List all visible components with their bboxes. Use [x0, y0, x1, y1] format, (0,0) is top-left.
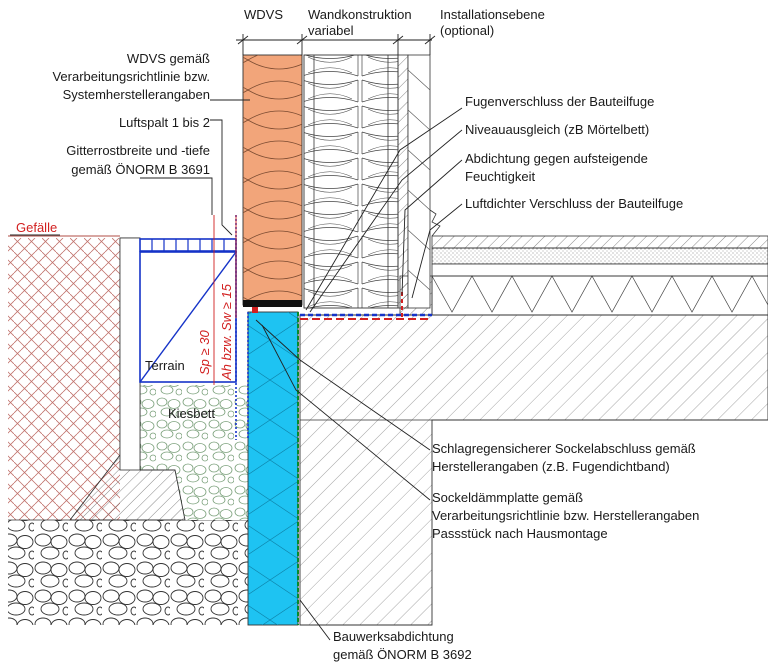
label-gefaelle: Gefälle	[16, 220, 57, 235]
header-wdvs: WDVS	[244, 7, 283, 22]
leader-lines	[10, 99, 463, 641]
label-bauwerk-2: gemäß ÖNORM B 3692	[333, 647, 472, 662]
label-wdvs-2: Verarbeitungsrichtlinie bzw.	[52, 69, 210, 84]
label-fugen: Fugenverschluss der Bauteilfuge	[465, 94, 654, 109]
label-niveau: Niveauausgleich (zB Mörtelbett)	[465, 122, 649, 137]
grate	[139, 238, 237, 252]
header-wall-2: variabel	[308, 23, 354, 38]
wall-construction	[303, 54, 441, 309]
right-labels: Fugenverschluss der Bauteilfuge Niveauau…	[333, 94, 699, 662]
wdvs-insulation	[242, 54, 303, 307]
dimension-text: Sp ≥ 30 Ah bzw. Sw ≥ 15	[197, 283, 234, 381]
label-bauwerk-1: Bauwerksabdichtung	[333, 629, 454, 644]
header-install-1: Installationsebene	[440, 7, 545, 22]
label-wdvs-1: WDVS gemäß	[127, 51, 210, 66]
label-schlag-1: Schlagregensicherer Sockelabschluss gemä…	[432, 441, 696, 456]
label-gitter-1: Gitterrostbreite und -tiefe	[66, 143, 210, 158]
label-luftspalt: Luftspalt 1 bis 2	[119, 115, 210, 130]
label-abdichtung-1: Abdichtung gegen aufsteigende	[465, 151, 648, 166]
dim-sp: Sp ≥ 30	[197, 330, 212, 375]
floor-layers	[399, 235, 768, 316]
sockel-insulation	[235, 215, 299, 626]
header-install-2: (optional)	[440, 23, 494, 38]
header-labels: WDVS Wandkonstruktion variabel Installat…	[244, 7, 545, 38]
header-wall-1: Wandkonstruktion	[308, 7, 412, 22]
label-luftdicht: Luftdichter Verschluss der Bauteilfuge	[465, 196, 683, 211]
label-gitter-2: gemäß ÖNORM B 3691	[71, 162, 210, 177]
left-labels: WDVS gemäß Verarbeitungsrichtlinie bzw. …	[16, 51, 215, 421]
gravel-bed	[130, 385, 248, 520]
label-sockel-1: Sockeldämmplatte gemäß	[432, 490, 583, 505]
cobble-bed	[8, 519, 248, 625]
label-wdvs-3: Systemherstellerangaben	[63, 87, 210, 102]
label-sockel-2: Verarbeitungsrichtlinie bzw. Herstellera…	[432, 508, 699, 523]
dimension-lines	[236, 34, 436, 55]
dim-ah: Ah bzw. Sw ≥ 15	[219, 283, 234, 381]
vertical-dimension	[213, 215, 237, 385]
label-abdichtung-2: Feuchtigkeit	[465, 169, 535, 184]
label-kiesbett: Kiesbett	[168, 406, 215, 421]
label-schlag-2: Herstellerangaben (z.B. Fugendichtband)	[432, 459, 670, 474]
label-terrain: Terrain	[145, 358, 185, 373]
label-sockel-3: Passstück nach Hausmontage	[432, 526, 608, 541]
membrane-seals	[252, 292, 432, 320]
foundation-slab	[299, 314, 768, 626]
